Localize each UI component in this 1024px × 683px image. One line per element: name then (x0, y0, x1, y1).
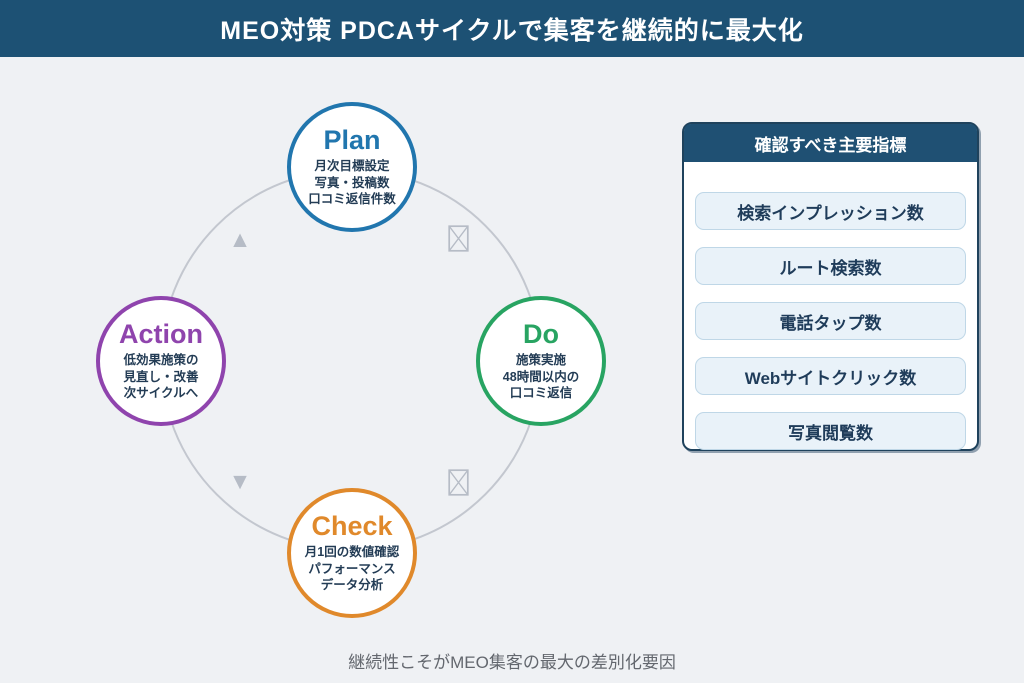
cycle-node-check: Check 月1回の数値確認 パフォーマンス データ分析 (287, 488, 417, 618)
node-description: 月1回の数値確認 パフォーマンス データ分析 (304, 545, 400, 593)
missing-glyph-icon (448, 225, 469, 252)
kpi-panel-title: 確認すべき主要指標 (754, 135, 907, 155)
kpi-list: 検索インプレッション数 ルート検索数 電話タップ数 Webサイトクリック数 写真… (684, 162, 977, 450)
node-label: Do (523, 319, 559, 350)
kpi-item-website-clicks: Webサイトクリック数 (695, 357, 966, 395)
node-description: 月次目標設定 写真・投稿数 口コミ返信件数 (308, 159, 396, 207)
page-title: MEO対策 PDCAサイクルで集客を継続的に最大化 (220, 16, 804, 45)
node-label: Plan (323, 125, 381, 156)
kpi-item-search-impressions: 検索インプレッション数 (695, 192, 966, 230)
node-label: Check (311, 511, 393, 542)
kpi-panel: 確認すべき主要指標 検索インプレッション数 ルート検索数 電話タップ数 Webサ… (682, 122, 979, 451)
node-description: 低効果施策の 見直し・改善 次サイクルへ (123, 353, 199, 401)
cycle-node-plan: Plan 月次目標設定 写真・投稿数 口コミ返信件数 (287, 102, 417, 232)
cycle-node-do: Do 施策実施 48時間以内の 口コミ返信 (476, 296, 606, 426)
kpi-item-phone-taps: 電話タップ数 (695, 302, 966, 340)
kpi-panel-header: 確認すべき主要指標 (684, 124, 977, 162)
arrow-down-icon: ▼ (228, 468, 252, 494)
missing-glyph-icon (448, 469, 469, 496)
cycle-node-action: Action 低効果施策の 見直し・改善 次サイクルへ (96, 296, 226, 426)
footer-note: 継続性こそがMEO集客の最大の差別化要因 (348, 653, 676, 672)
node-description: 施策実施 48時間以内の 口コミ返信 (502, 353, 580, 401)
node-label: Action (119, 319, 203, 350)
kpi-item-photo-views: 写真閲覧数 (695, 412, 966, 450)
arrow-up-icon: ▲ (228, 226, 252, 252)
kpi-item-route-searches: ルート検索数 (695, 247, 966, 285)
title-banner: MEO対策 PDCAサイクルで集客を継続的に最大化 (0, 0, 1024, 57)
